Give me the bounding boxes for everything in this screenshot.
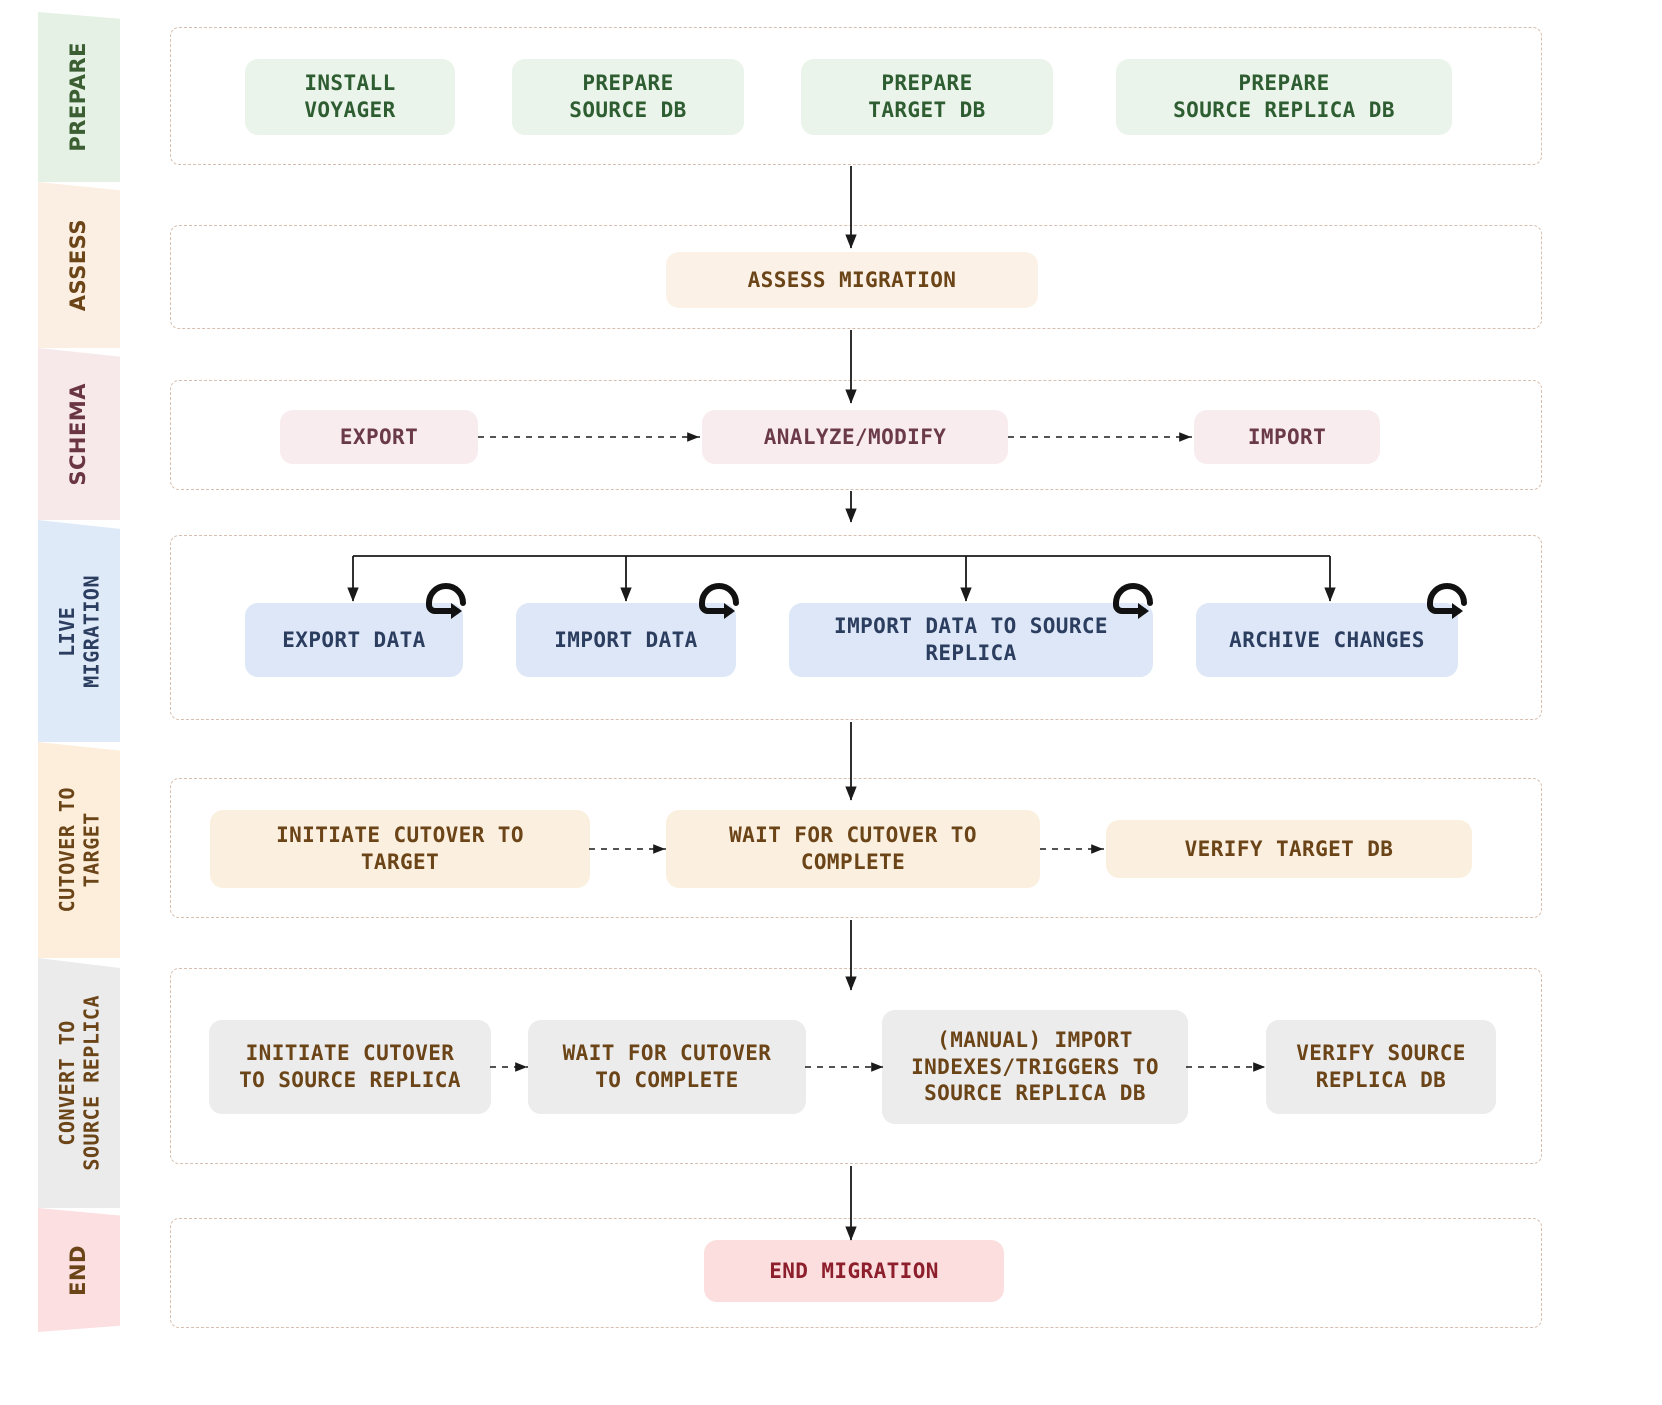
node-wait-for-cutover-to-complete-replica[interactable]: WAIT FOR CUTOVER TO COMPLETE bbox=[528, 1020, 806, 1114]
node-prepare-source-db[interactable]: PREPARE SOURCE DB bbox=[512, 59, 744, 135]
phase-band-assess-shape bbox=[38, 182, 120, 348]
phase-band-cutover-to-target: CUTOVER TO TARGET bbox=[38, 742, 120, 958]
node-schema-analyze-modify[interactable]: ANALYZE/MODIFY bbox=[702, 410, 1008, 464]
phase-band-schema: SCHEMA bbox=[38, 348, 120, 520]
phase-label-cutover-to-target: CUTOVER TO TARGET bbox=[54, 787, 103, 913]
phase-band-cutover-to-target-shape bbox=[38, 742, 120, 958]
node-schema-export[interactable]: EXPORT bbox=[280, 410, 478, 464]
phase-label-live-migration: LIVE MIGRATION bbox=[54, 574, 103, 688]
loop-repeat-icon-export-data bbox=[426, 583, 466, 619]
node-prepare-source-replica-db[interactable]: PREPARE SOURCE REPLICA DB bbox=[1116, 59, 1452, 135]
loop-repeat-icon-import-data-to-source-replica bbox=[1113, 583, 1153, 619]
loop-repeat-icon-import-data bbox=[699, 583, 739, 619]
node-install-voyager[interactable]: INSTALL VOYAGER bbox=[245, 59, 455, 135]
phase-container-cutover-to-target bbox=[170, 778, 1542, 918]
phase-band-convert-shape bbox=[38, 958, 120, 1208]
phase-band-end: END bbox=[38, 1208, 120, 1332]
node-end-migration[interactable]: END MIGRATION bbox=[704, 1240, 1004, 1302]
phase-rail: PREPARE ASSESS SCHEMA LIVE MIGRATION CUT… bbox=[38, 12, 120, 1332]
loop-repeat-icon-archive-changes bbox=[1427, 583, 1467, 619]
phase-container-schema bbox=[170, 380, 1542, 490]
node-manual-import-indexes-triggers[interactable]: (MANUAL) IMPORT INDEXES/TRIGGERS TO SOUR… bbox=[882, 1010, 1188, 1124]
node-export-data[interactable]: EXPORT DATA bbox=[245, 603, 463, 677]
phase-label-prepare: PREPARE bbox=[66, 42, 91, 152]
phase-band-prepare: PREPARE bbox=[38, 12, 120, 182]
phase-band-assess: ASSESS bbox=[38, 182, 120, 348]
phase-container-live-migration bbox=[170, 535, 1542, 720]
phase-band-live-migration: LIVE MIGRATION bbox=[38, 520, 120, 742]
node-import-data-to-source-replica[interactable]: IMPORT DATA TO SOURCE REPLICA bbox=[789, 603, 1153, 677]
phase-band-convert-to-source-replica: CONVERT TO SOURCE REPLICA bbox=[38, 958, 120, 1208]
phase-container-end bbox=[170, 1218, 1542, 1328]
node-assess-migration[interactable]: ASSESS MIGRATION bbox=[666, 252, 1038, 308]
node-verify-source-replica-db[interactable]: VERIFY SOURCE REPLICA DB bbox=[1266, 1020, 1496, 1114]
node-initiate-cutover-to-target[interactable]: INITIATE CUTOVER TO TARGET bbox=[210, 810, 590, 888]
phase-band-prepare-shape bbox=[38, 12, 120, 182]
phase-label-schema: SCHEMA bbox=[66, 382, 91, 486]
phase-band-live-migration-shape bbox=[38, 520, 120, 742]
phase-band-end-shape bbox=[38, 1208, 120, 1332]
node-initiate-cutover-to-source-replica[interactable]: INITIATE CUTOVER TO SOURCE REPLICA bbox=[209, 1020, 491, 1114]
node-verify-target-db[interactable]: VERIFY TARGET DB bbox=[1106, 820, 1472, 878]
phase-label-assess: ASSESS bbox=[66, 218, 91, 312]
phase-label-convert-to-source-replica: CONVERT TO SOURCE REPLICA bbox=[54, 995, 103, 1171]
node-archive-changes[interactable]: ARCHIVE CHANGES bbox=[1196, 603, 1458, 677]
phase-container-prepare bbox=[170, 27, 1542, 165]
node-import-data[interactable]: IMPORT DATA bbox=[516, 603, 736, 677]
node-wait-for-cutover-to-complete-target[interactable]: WAIT FOR CUTOVER TO COMPLETE bbox=[666, 810, 1040, 888]
phase-band-schema-shape bbox=[38, 348, 120, 520]
node-prepare-target-db[interactable]: PREPARE TARGET DB bbox=[801, 59, 1053, 135]
phase-label-end: END bbox=[66, 1244, 91, 1296]
node-schema-import[interactable]: IMPORT bbox=[1194, 410, 1380, 464]
phase-container-convert-to-source-replica bbox=[170, 968, 1542, 1164]
phase-container-assess bbox=[170, 225, 1542, 329]
